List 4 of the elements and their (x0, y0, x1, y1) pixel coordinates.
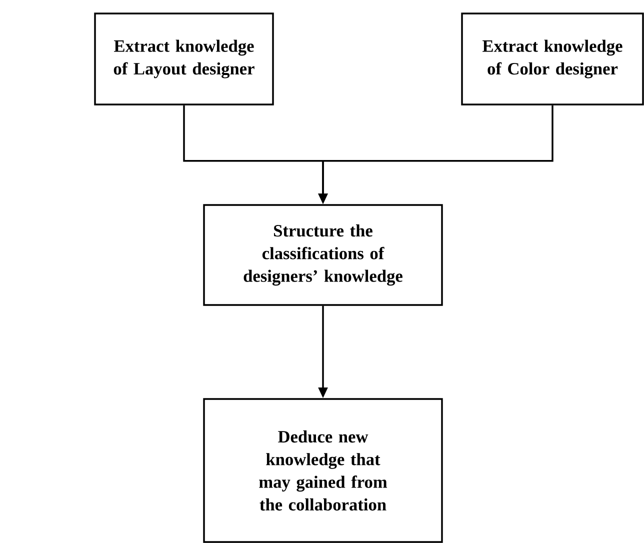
process-box: Deduce new knowledge that may gained from the collaboration (203, 398, 443, 543)
process-box: Structure the classifications of designers’ knowledge (203, 204, 443, 306)
process-box: Extract knowledge of Color designer (461, 12, 644, 106)
process-box: Extract knowledge of Layout designer (94, 12, 274, 106)
